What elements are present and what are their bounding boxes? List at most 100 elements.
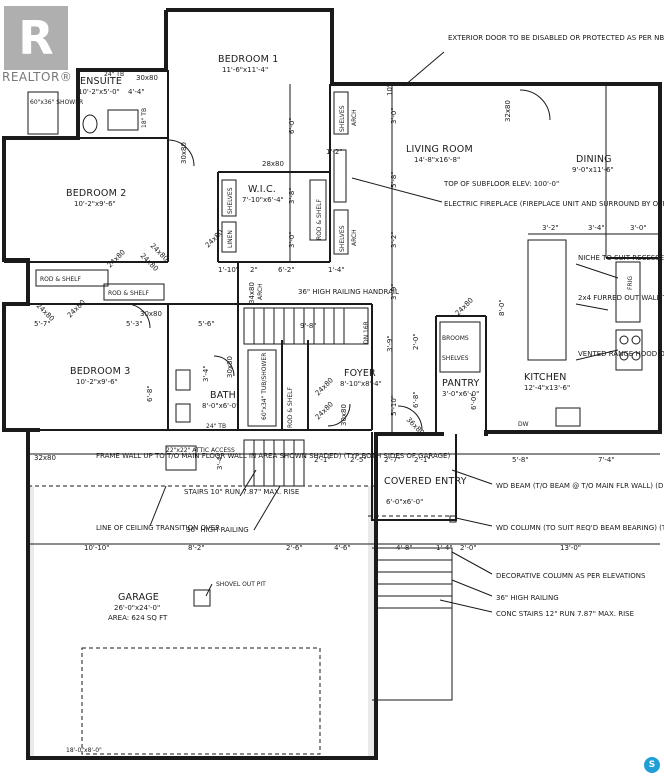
attic-hatch xyxy=(165,445,197,471)
room-living-name: LIVING ROOM xyxy=(406,144,473,155)
dim-d_24x80_g: 24x80 xyxy=(314,376,335,397)
dim-d_24x80_h: 24x80 xyxy=(314,400,335,421)
dim-d_3_4b: 3'-4" xyxy=(202,365,210,382)
room-foyer-size: 8'-10"x8'-4" xyxy=(340,380,382,388)
dim-d_4_8: 4'-8" xyxy=(396,544,413,552)
corner-badge-icon: S xyxy=(644,757,660,773)
label-garage-door: 18'-0"x8'-0" xyxy=(66,747,102,754)
label-arch-living-2: ARCH xyxy=(351,229,358,246)
garage-stairs xyxy=(243,439,305,487)
dim-d_34x80: 34x80 xyxy=(248,282,256,304)
dim-d_2: 2" xyxy=(250,266,258,274)
burner-1 xyxy=(619,335,629,345)
room-bedroom1-size: 11'-6"x11'-4" xyxy=(222,66,268,74)
room-kitchen-name: KITCHEN xyxy=(524,372,567,383)
room-dining-name: DINING xyxy=(576,154,612,165)
dim-d_24x80_f: 24x80 xyxy=(66,298,87,319)
dimension-lines xyxy=(28,84,660,545)
interior-stairs xyxy=(243,307,369,345)
label-shower: 60"x36" SHOWER xyxy=(30,99,83,106)
label-linen: LINEN xyxy=(227,230,234,248)
room-ensuite-size: 10'-2"x5'-0" xyxy=(78,88,120,96)
dim-d_7_4: 7'-4" xyxy=(598,456,615,464)
dim-d_13_0: 13'-0" xyxy=(560,544,581,552)
realtor-logo-letter: R xyxy=(18,11,54,65)
dim-d_4_4: 4'-4" xyxy=(128,88,145,96)
closet-bedroom2 xyxy=(103,283,165,301)
label-shelves-pantry: SHELVES xyxy=(442,355,469,362)
realtor-logo-icon xyxy=(4,6,68,70)
dimension-labels: 30x80 4'-4" 6'-0" 28x80 1'-2" 3'-8" 3'-0… xyxy=(34,74,647,552)
note-furred: 2x4 FURRED OUT WALL TO SUIT FRIDGE NICHE xyxy=(578,294,664,302)
door-swing-bath xyxy=(213,355,235,377)
dim-d_2_7: 2'-7" xyxy=(384,456,401,464)
door-swing-foyer xyxy=(327,403,351,427)
dim-d_30x80_e: 30x80 xyxy=(340,404,348,426)
room-living-size: 14'-8"x16'-8" xyxy=(414,156,460,164)
shower-ensuite xyxy=(27,91,59,135)
dim-d_30x80_c: 30x80 xyxy=(140,310,162,318)
dim-d_6_0b: 6'-0" xyxy=(470,393,478,410)
label-dn: DN 16R xyxy=(363,321,370,344)
room-labels: BEDROOM 1 11'-6"x11'-4" ENSUITE 10'-2"x5… xyxy=(66,54,614,622)
dim-d_3_8: 3'-8" xyxy=(288,187,296,204)
room-bedroom3-size: 10'-2"x9'-6" xyxy=(76,378,118,386)
room-pantry-name: PANTRY xyxy=(442,378,480,389)
dim-d_3_0-living: 3'-0" xyxy=(390,107,398,124)
dim-d_3_2b: 3'-2" xyxy=(542,224,559,232)
room-kitchen-size: 12'-4"x13'-6" xyxy=(524,384,570,392)
toilet-ensuite xyxy=(82,114,98,134)
burner-4 xyxy=(631,351,641,361)
label-tb18: 18" TB xyxy=(141,108,148,128)
note-frame-wall: FRAME WALL UP TO T/O MAIN FLOOR WALL IN … xyxy=(96,452,450,460)
label-tub: 60"x34" TUB/SHOWER xyxy=(261,353,268,420)
label-dw: DW xyxy=(518,421,529,428)
dim-d_24x80_pantry: 24x80 xyxy=(454,296,475,317)
dim-d_30x80_a: 30x80 xyxy=(136,74,158,82)
note-stairs: STAIRS 10" RUN 7.87" MAX. RISE xyxy=(184,488,299,496)
room-wic-name: W.I.C. xyxy=(248,184,276,195)
kitchen-sink xyxy=(555,407,581,427)
label-shelves-living-2: SHELVES xyxy=(339,225,346,252)
garage-east-shaded-wall xyxy=(368,486,376,756)
rod-shelf-wic xyxy=(309,179,327,241)
garage-door-outline xyxy=(81,647,321,755)
dim-d_3_0b: 3'-0" xyxy=(630,224,647,232)
burner-3 xyxy=(619,351,629,361)
label-shelves-living-1: SHELVES xyxy=(339,105,346,132)
note-railing36b: 36" HIGH RAILING xyxy=(496,594,559,602)
dim-d_3_2: 3'-2" xyxy=(390,231,398,248)
tub-shower xyxy=(247,349,277,427)
realtor-wordmark: REALTOR® xyxy=(2,70,73,84)
dim-d_10_10: 10'-10" xyxy=(84,544,109,552)
dim-d_5_6: 5'-6" xyxy=(198,320,215,328)
shelves-living-2 xyxy=(333,209,349,255)
room-bedroom2-name: BEDROOM 2 xyxy=(66,188,126,199)
dim-d_5_8: 5'-8" xyxy=(390,171,398,188)
note-niche: NICHE TO SUIT RECESSED FRIDGE xyxy=(578,254,664,262)
label-fridge: FRIG xyxy=(627,276,634,290)
label-shovel: SHOVEL OUT PIT xyxy=(216,581,266,588)
door-swing-entry xyxy=(397,405,423,431)
note-fireplace: ELECTRIC FIREPLACE (FIREPLACE UNIT AND S… xyxy=(444,200,664,208)
room-foyer-name: FOYER xyxy=(344,368,376,379)
dim-d_6_8b: 6'-8" xyxy=(412,391,420,408)
label-attic: 22"x22" ATTIC ACCESS xyxy=(166,447,235,454)
dim-d_3_9: 3'-9" xyxy=(390,283,398,300)
label-tb24-ensuite: 24" TB xyxy=(104,71,124,78)
label-rod-shelf-foyer: ROD & SHELF xyxy=(287,387,294,428)
note-vented: VENTED RANGE HOOD OVER xyxy=(578,350,664,358)
closet-bedroom3 xyxy=(35,269,109,287)
sink-ensuite xyxy=(107,109,139,131)
note-exterior-door: EXTERIOR DOOR TO BE DISABLED OR PROTECTE… xyxy=(448,34,664,42)
toilet-bath xyxy=(175,369,191,391)
wd-column xyxy=(449,515,457,523)
label-rod-shelf-bed3: ROD & SHELF xyxy=(40,276,81,283)
dim-d_1_2: 1'-2" xyxy=(326,148,343,156)
dim-d_2_6: 2'-6" xyxy=(286,544,303,552)
interior-walls xyxy=(4,70,660,432)
door-swing-bedroom3 xyxy=(125,303,151,329)
room-covered-entry-name: COVERED ENTRY xyxy=(384,476,467,487)
leader-lines xyxy=(149,51,619,613)
